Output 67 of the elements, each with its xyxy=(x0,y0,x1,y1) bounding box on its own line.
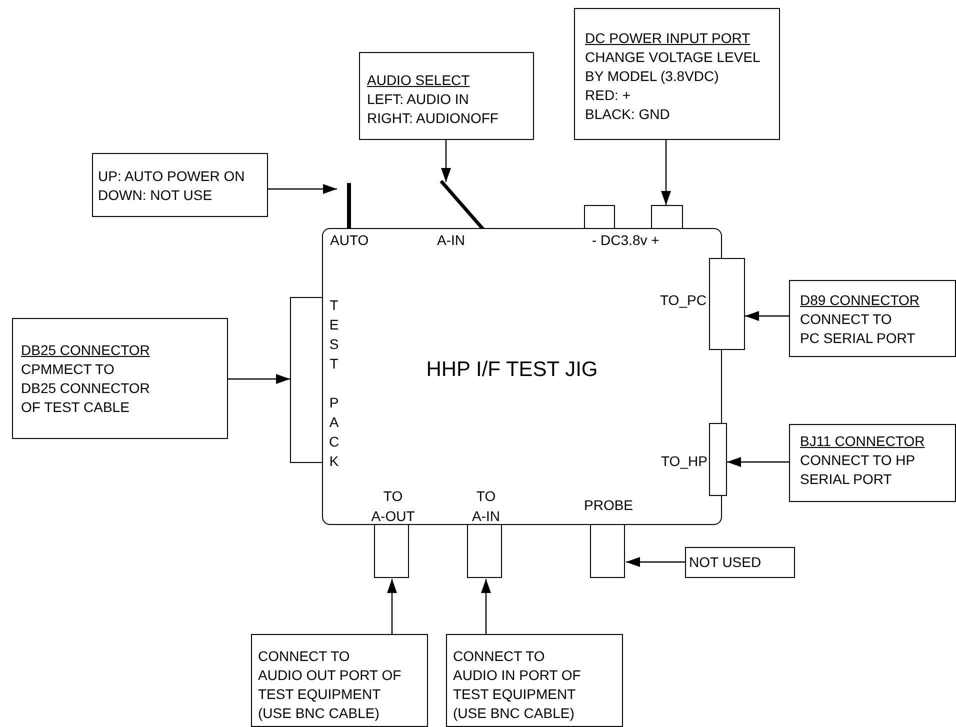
callout-text: SERIAL PORT xyxy=(800,470,893,489)
callout-text: UP: AUTO POWER ON xyxy=(98,167,246,186)
port-label: TO_PC xyxy=(660,292,706,309)
callout-text: NOT USED xyxy=(689,553,762,572)
callout-text: PC SERIAL PORT xyxy=(800,329,916,348)
jack-port xyxy=(467,524,502,578)
arrow xyxy=(481,579,491,634)
connector-port xyxy=(290,297,323,463)
callout-text: BLACK: GND xyxy=(585,105,671,124)
arrow xyxy=(661,140,671,205)
arrow xyxy=(268,184,337,194)
port-label: TO A-OUT xyxy=(370,487,416,526)
port-label: PROBE xyxy=(584,497,634,514)
callout-heading: D89 CONNECTOR xyxy=(800,291,921,310)
arrow xyxy=(727,457,789,467)
callout-heading: DB25 CONNECTOR xyxy=(21,341,151,360)
callout-text: CONNECT TO xyxy=(453,647,546,666)
callout-text: (USE BNC CABLE) xyxy=(453,704,576,723)
port-label: AUTO xyxy=(330,232,369,249)
callout-text: AUDIO OUT PORT OF xyxy=(258,666,402,685)
jack-port xyxy=(590,524,625,578)
callout-text: TEST EQUIPMENT xyxy=(258,685,382,704)
connector-port xyxy=(709,423,727,496)
callout-text: CONNECT TO HP xyxy=(800,451,916,470)
arrow xyxy=(387,579,397,634)
callout-text: DB25 CONNECTOR xyxy=(21,379,151,398)
callout-text: DOWN: NOT USE xyxy=(98,186,214,205)
callout-text: (USE BNC CABLE) xyxy=(258,704,380,723)
callout-text: RED: + xyxy=(585,86,632,105)
arrow xyxy=(441,140,451,182)
callout-box xyxy=(12,318,228,439)
callout-box xyxy=(251,634,428,727)
port-label: - DC3.8v + xyxy=(592,232,660,249)
callout-box xyxy=(92,153,268,217)
toggle-switch xyxy=(438,178,486,229)
callout-heading: DC POWER INPUT PORT xyxy=(585,29,752,48)
arrow xyxy=(745,311,789,321)
toggle-switch xyxy=(347,183,351,228)
callout-heading: AUDIO SELECT xyxy=(367,71,471,90)
dc-socket xyxy=(651,205,683,229)
arrow xyxy=(228,374,290,384)
callout-box xyxy=(359,52,534,140)
dc-socket xyxy=(584,205,615,229)
callout-box xyxy=(685,547,795,578)
callout-heading: BJ11 CONNECTOR xyxy=(800,432,926,451)
callout-box xyxy=(574,8,780,140)
device-title: HHP I/F TEST JIG xyxy=(426,360,598,378)
callout-text: TEST EQUIPMENT xyxy=(453,685,577,704)
connector-port xyxy=(709,258,745,350)
jack-port xyxy=(374,524,409,578)
callout-text: OF TEST CABLE xyxy=(21,398,130,417)
callout-text: CHANGE VOLTAGE LEVEL xyxy=(585,48,762,67)
callout-text: CONNECT TO xyxy=(258,647,351,666)
port-label: TEST PACK xyxy=(327,297,341,472)
callout-box xyxy=(789,424,956,502)
callout-text: CPMMECT TO xyxy=(21,360,116,379)
callout-text: LEFT: AUDIO IN xyxy=(367,90,470,109)
arrow xyxy=(626,557,685,567)
callout-text: CONNECT TO xyxy=(800,310,893,329)
callout-box xyxy=(446,634,623,727)
port-label: TO A-IN xyxy=(471,487,501,526)
callout-text: BY MODEL (3.8VDC) xyxy=(585,67,720,86)
callout-box xyxy=(789,280,956,357)
port-label: TO_HP xyxy=(661,453,708,470)
callout-text: RIGHT: AUDIONOFF xyxy=(367,109,500,128)
callout-text: AUDIO IN PORT OF xyxy=(453,666,582,685)
port-label: A-IN xyxy=(437,232,465,249)
